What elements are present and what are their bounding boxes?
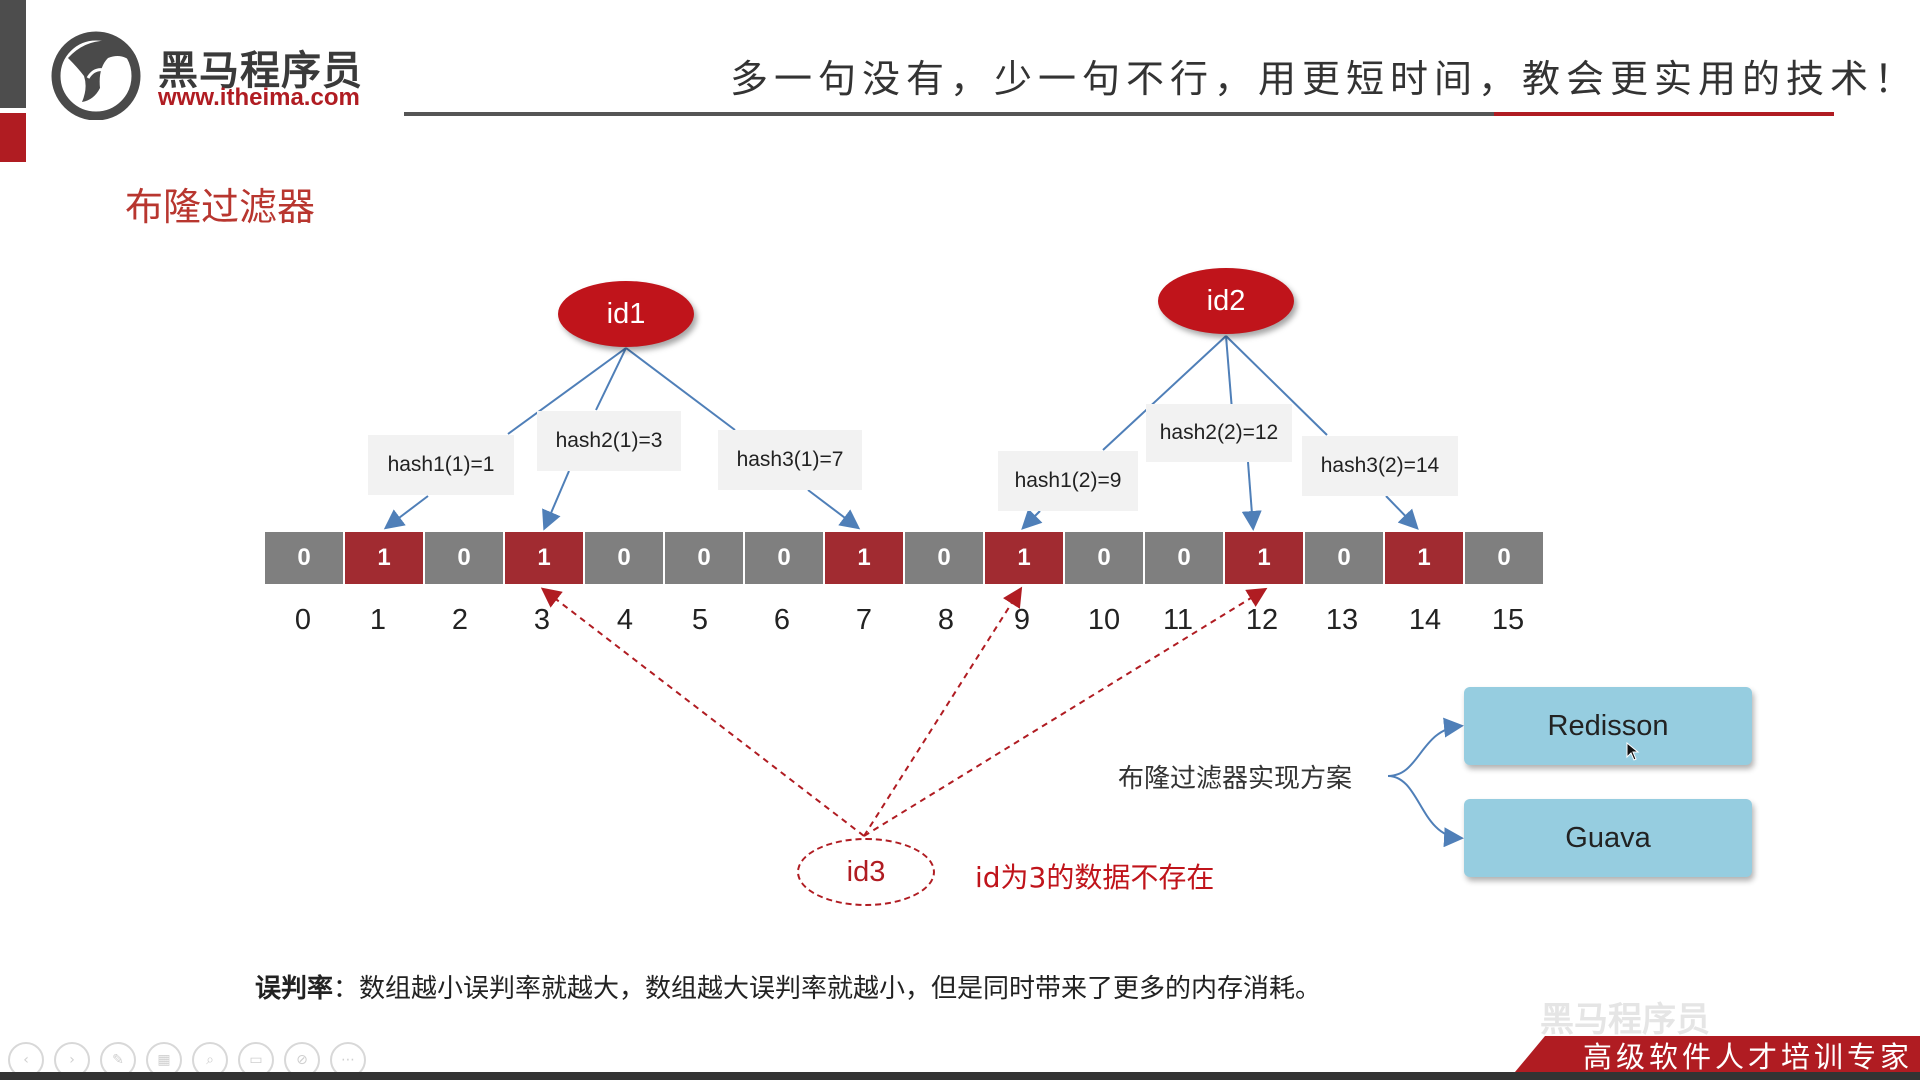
- bit-cell-1: 1: [345, 532, 423, 584]
- bit-cell-15: 0: [1465, 532, 1543, 584]
- hash-box-id1-3: hash3(1)=7: [718, 430, 862, 490]
- hash-box-id2-3: hash3(2)=14: [1302, 436, 1458, 496]
- id3-arrow-to-9: [863, 586, 1023, 837]
- bit-cell-13: 0: [1305, 532, 1383, 584]
- bit-cell-6: 0: [745, 532, 823, 584]
- bit-cell-7: 1: [825, 532, 903, 584]
- bit-cell-0: 0: [265, 532, 343, 584]
- id3-arrow-to-3: [540, 587, 865, 837]
- id2-node: id2: [1158, 268, 1294, 334]
- bit-cell-3: 1: [505, 532, 583, 584]
- id2-arrow-3: [1385, 495, 1419, 530]
- footer-tagline: 高级软件人才培训专家: [1583, 1040, 1914, 1074]
- header-slogan: 多一句没有，少一句不行，用更短时间，教会更实用的技术！: [730, 57, 1919, 101]
- bit-index-4: 4: [616, 604, 634, 636]
- bit-index-10: 10: [1087, 604, 1121, 636]
- bit-index-0: 0: [294, 604, 312, 636]
- left-edge-red-bar: [0, 113, 26, 162]
- bit-cell-5: 0: [665, 532, 743, 584]
- bottom-bar: [0, 1072, 1920, 1080]
- itheima-logo-icon: [51, 31, 141, 120]
- brand-url: www.itheima.com: [158, 84, 360, 111]
- watermark: 黑马程序员: [1540, 1000, 1710, 1040]
- bit-index-7: 7: [855, 604, 873, 636]
- bit-index-5: 5: [691, 604, 709, 636]
- bit-index-1: 1: [369, 604, 387, 636]
- bit-index-3: 3: [533, 604, 551, 636]
- id1-arrow-2: [542, 470, 570, 531]
- id2-line-3: [1225, 335, 1328, 436]
- id2-line-1: [1102, 335, 1227, 451]
- bit-cell-2: 0: [425, 532, 503, 584]
- false-positive-term: 误判率: [255, 974, 334, 1004]
- bit-cell-11: 0: [1145, 532, 1223, 584]
- brand-name: 黑马程序员: [158, 48, 363, 94]
- page-title: 布隆过滤器: [125, 185, 316, 229]
- id2-arrow-1: [1021, 508, 1043, 530]
- bit-index-6: 6: [773, 604, 791, 636]
- id1-node: id1: [558, 281, 694, 347]
- hash-box-id2-1: hash1(2)=9: [998, 451, 1138, 511]
- id3-node: id3: [797, 838, 935, 906]
- bit-cell-10: 0: [1065, 532, 1143, 584]
- id3-note: id为3的数据不存在: [975, 861, 1215, 894]
- header-divider-accent: [1494, 112, 1834, 116]
- id1-arrow-1: [383, 495, 429, 530]
- bit-cell-12: 1: [1225, 532, 1303, 584]
- id2-arrow-2: [1241, 461, 1262, 531]
- footer-red-banner: [1515, 1036, 1920, 1072]
- id1-line-1: [507, 347, 627, 435]
- hash-box-id2-2: hash2(2)=12: [1146, 404, 1292, 462]
- false-positive-text: ：数组越小误判率就越大，数组越大误判率就越小，但是同时带来了更多的内存消耗。: [333, 974, 1322, 1004]
- bit-index-9: 9: [1013, 604, 1031, 636]
- hash-box-id1-2: hash2(1)=3: [537, 411, 681, 471]
- impl-redisson-box: Redisson: [1464, 687, 1752, 765]
- id2-line-2: [1225, 335, 1233, 411]
- bit-index-2: 2: [451, 604, 469, 636]
- hash-box-id1-1: hash1(1)=1: [368, 435, 514, 495]
- id3-arrow-to-12: [863, 587, 1268, 837]
- bit-cell-8: 0: [905, 532, 983, 584]
- impl-branch-redisson: [1387, 717, 1464, 777]
- id1-arrow-3: [807, 489, 861, 530]
- bit-index-12: 12: [1245, 604, 1279, 636]
- left-edge-gray-bar: [0, 0, 26, 108]
- id1-line-2: [595, 347, 627, 411]
- bit-cell-4: 0: [585, 532, 663, 584]
- bit-cell-9: 1: [985, 532, 1063, 584]
- bit-index-8: 8: [937, 604, 955, 636]
- bit-index-14: 14: [1408, 604, 1442, 636]
- bit-index-13: 13: [1325, 604, 1359, 636]
- bit-cell-14: 1: [1385, 532, 1463, 584]
- impl-guava-box: Guava: [1464, 799, 1752, 877]
- bit-index-15: 15: [1491, 604, 1525, 636]
- mouse-cursor-icon: [1626, 742, 1640, 761]
- implementation-label: 布隆过滤器实现方案: [1118, 764, 1353, 794]
- bit-index-11: 11: [1162, 604, 1194, 636]
- false-positive-explanation: 误判率：数组越小误判率就越大，数组越大误判率就越小，但是同时带来了更多的内存消耗…: [255, 968, 1321, 1005]
- impl-branch-guava: [1387, 775, 1464, 848]
- id1-line-3: [625, 347, 736, 431]
- header-divider: [404, 112, 1494, 116]
